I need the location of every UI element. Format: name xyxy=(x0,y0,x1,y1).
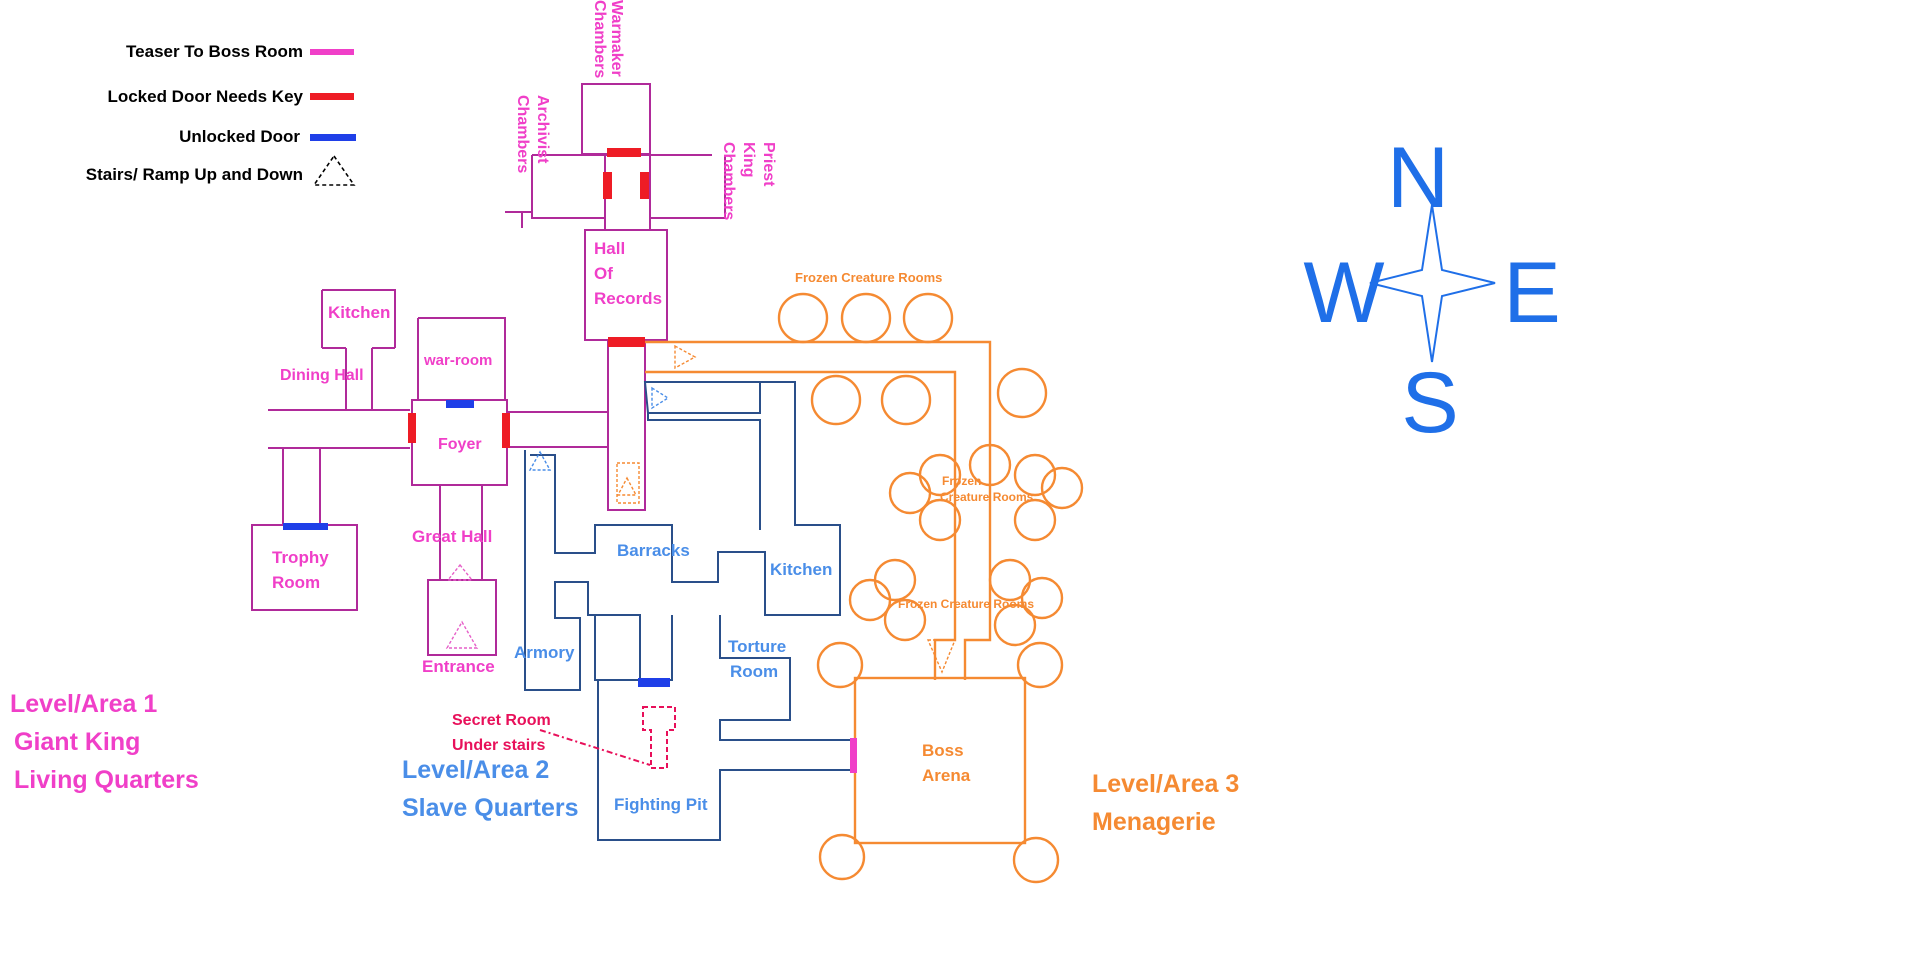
unlocked-door xyxy=(638,678,670,687)
room-priest-line3: Chambers xyxy=(720,142,737,220)
stairs-triangle-icon xyxy=(445,620,479,649)
legend-label-teaser: Teaser To Boss Room xyxy=(126,42,303,61)
stairs-triangle-icon xyxy=(446,563,474,581)
area1-walls xyxy=(251,83,726,656)
legend-label-unlocked: Unlocked Door xyxy=(179,127,300,146)
stairs-triangle-icon xyxy=(651,386,670,410)
compass-south: S xyxy=(1401,355,1458,451)
room-boss-line2: Arena xyxy=(922,766,971,785)
room-entrance: Entrance xyxy=(422,657,495,676)
compass-east: E xyxy=(1503,245,1560,341)
compass-north: N xyxy=(1387,130,1449,226)
legend-swatch-unlocked xyxy=(310,134,356,141)
area3-title-line1: Level/Area 3 xyxy=(1092,770,1239,798)
room-hall-of-records-line1: Hall xyxy=(594,239,625,258)
room-trophy-line2: Room xyxy=(272,573,320,592)
area1-title-line1: Level/Area 1 xyxy=(10,690,157,718)
room-great-hall: Great Hall xyxy=(412,527,492,546)
area3-labels: Frozen Creature Rooms Frozen Creature Ro… xyxy=(795,270,1034,785)
compass-west: W xyxy=(1303,245,1384,341)
legend-label-locked: Locked Door Needs Key xyxy=(107,87,303,106)
locked-door xyxy=(640,172,649,199)
room-barracks: Barracks xyxy=(617,541,690,560)
compass: N E S W xyxy=(1303,130,1560,451)
room-armory: Armory xyxy=(514,643,575,662)
compass-star-icon xyxy=(1369,204,1496,363)
unlocked-door xyxy=(283,523,328,530)
teaser-door xyxy=(850,738,857,773)
legend-swatch-teaser xyxy=(310,49,354,55)
area1-title-line2: Giant King xyxy=(14,728,140,756)
stairs-triangle-icon xyxy=(616,476,638,496)
stairs-triangle-icon xyxy=(926,639,957,674)
room-dining-hall: Dining Hall xyxy=(280,367,364,384)
locked-door xyxy=(608,337,645,347)
room-secret-line2: Under stairs xyxy=(452,737,545,754)
room-kitchen-2: Kitchen xyxy=(770,560,832,579)
stairs-triangle-icon xyxy=(312,154,356,186)
area-titles: Level/Area 1 Giant King Living Quarters … xyxy=(10,690,1239,836)
unlocked-door xyxy=(446,400,474,408)
room-torture-line1: Torture xyxy=(728,637,786,656)
room-archivist-line1: Archivist xyxy=(534,95,551,164)
legend: Teaser To Boss Room Locked Door Needs Ke… xyxy=(86,42,356,186)
secret-room xyxy=(539,706,676,769)
room-frozen-top: Frozen Creature Rooms xyxy=(795,270,942,285)
stairs-triangle-icon xyxy=(528,450,552,471)
stairs xyxy=(445,344,957,674)
legend-swatch-locked xyxy=(310,93,354,100)
area1-title-line3: Living Quarters xyxy=(14,766,199,794)
room-priest-line2: King xyxy=(740,142,757,178)
room-frozen-mid-line1: Frozen xyxy=(942,474,981,488)
room-torture-line2: Room xyxy=(730,662,778,681)
locked-door xyxy=(607,148,641,157)
area2-walls xyxy=(524,381,853,841)
area1-labels: Warmaker Chambers Archivist Chambers Pri… xyxy=(272,0,777,676)
room-boss-line1: Boss xyxy=(922,741,964,760)
room-frozen-mid-line2: Creature Rooms xyxy=(940,490,1034,504)
doors xyxy=(283,148,857,773)
room-priest-line1: Priest xyxy=(760,142,777,187)
room-warmaker-line2: Chambers xyxy=(591,0,608,78)
area2-title-line1: Level/Area 2 xyxy=(402,756,549,784)
room-frozen-low: Frozen Creature Rooms xyxy=(898,597,1034,611)
room-secret-line1: Secret Room xyxy=(452,712,551,729)
room-kitchen-1: Kitchen xyxy=(328,303,390,322)
room-archivist-line2: Chambers xyxy=(514,95,531,173)
stair-ramp xyxy=(616,462,640,504)
area2-title-line2: Slave Quarters xyxy=(402,794,579,822)
stairs-triangle-icon xyxy=(674,344,697,370)
room-warmaker-line1: Warmaker xyxy=(608,0,625,77)
area3-title-line2: Menagerie xyxy=(1092,808,1216,836)
room-hall-of-records-line3: Records xyxy=(594,289,662,308)
room-war-room: war-room xyxy=(423,352,492,369)
locked-door xyxy=(502,413,510,448)
room-foyer: Foyer xyxy=(438,436,482,453)
locked-door xyxy=(603,172,612,199)
area2-labels: Barracks Kitchen Armory Torture Room Fig… xyxy=(514,541,832,814)
legend-label-stairs: Stairs/ Ramp Up and Down xyxy=(86,165,303,184)
room-trophy-line1: Trophy xyxy=(272,548,329,567)
room-hall-of-records-line2: Of xyxy=(594,264,613,283)
room-fighting-pit: Fighting Pit xyxy=(614,795,708,814)
locked-door xyxy=(408,413,416,443)
